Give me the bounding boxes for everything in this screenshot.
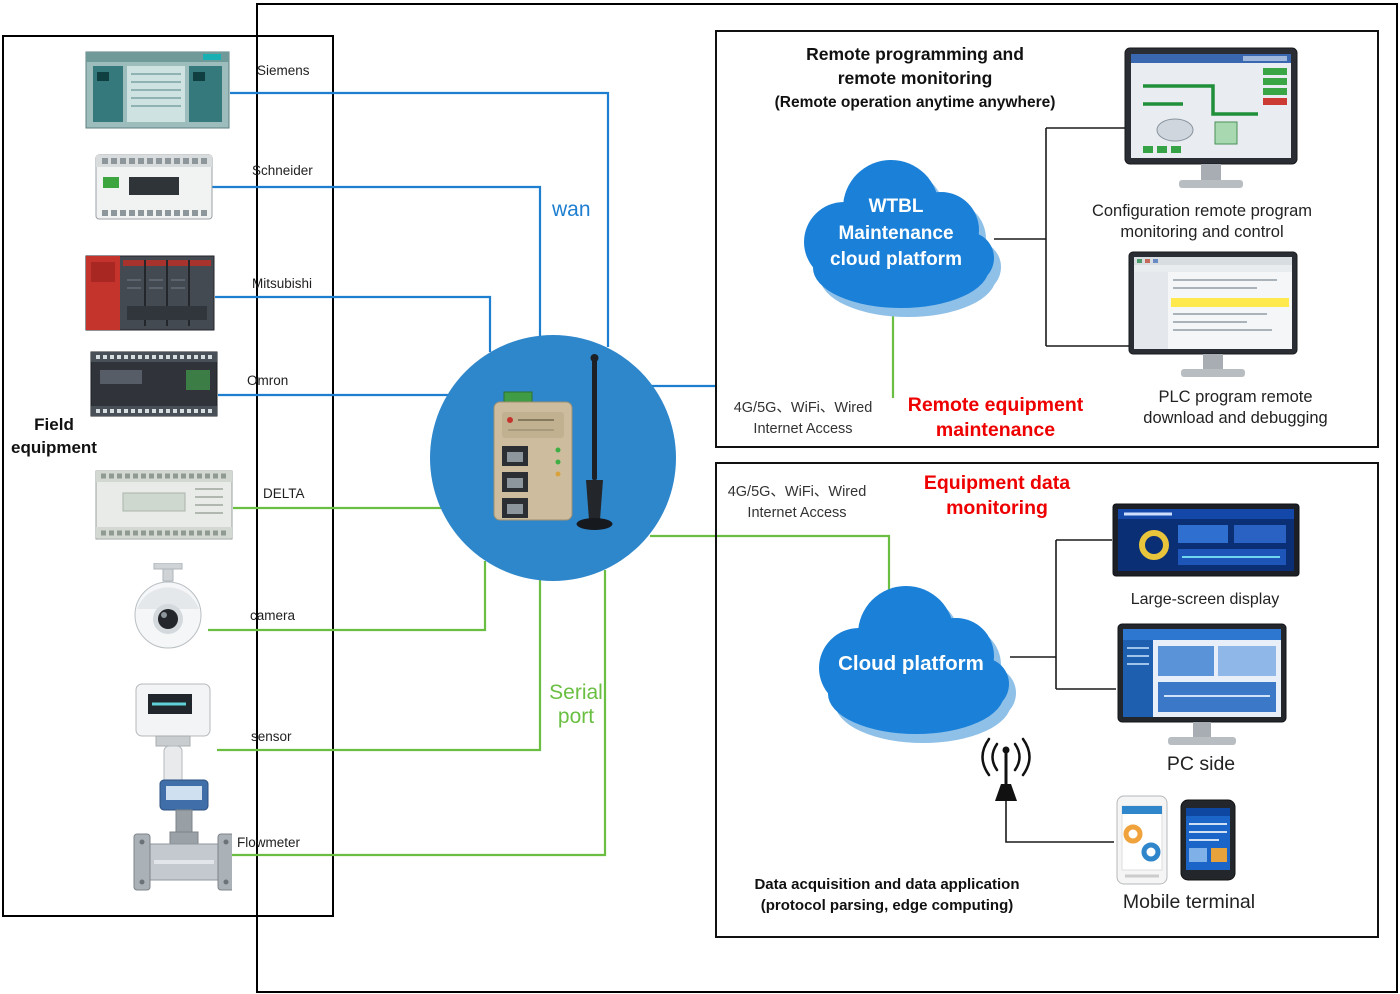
cloud-platform-cloud: Cloud platform bbox=[800, 576, 1022, 754]
remote-access-line1: 4G/5G、WiFi、Wired bbox=[733, 400, 873, 416]
omron-plc-icon bbox=[90, 351, 218, 417]
cloud-platform-shape bbox=[819, 586, 1016, 743]
field-equipment-panel bbox=[2, 35, 334, 917]
delta-plc-icon bbox=[95, 470, 233, 540]
remote-access-line2: Internet Access bbox=[753, 421, 853, 437]
remote-maintenance-highlight: Remote equipment maintenance bbox=[888, 393, 1103, 443]
device-label-siemens: Siemens bbox=[257, 63, 310, 78]
remote-access-text: 4G/5G、WiFi、Wired Internet Access bbox=[723, 398, 883, 440]
plc-monitor-image bbox=[1127, 250, 1299, 390]
device-label-omron: Omron bbox=[247, 373, 289, 388]
remote-highlight-line1: Remote equipment bbox=[907, 394, 1084, 416]
large-screen-icon bbox=[1112, 503, 1300, 577]
industrial-router-image bbox=[480, 350, 630, 555]
footer-line1: Data acquisition and data application bbox=[754, 876, 1020, 893]
wtbl-cloud-shape bbox=[804, 160, 1001, 317]
config-monitor-caption: Configuration remote program monitoring … bbox=[1068, 201, 1336, 243]
footer-line2: (protocol parsing, edge computing) bbox=[760, 897, 1014, 914]
device-label-sensor: sensor bbox=[251, 729, 292, 744]
delta-plc-image bbox=[95, 463, 233, 547]
large-screen-image bbox=[1112, 503, 1300, 579]
equipment-data-highlight: Equipment data monitoring bbox=[903, 471, 1091, 521]
data-highlight-line2: monitoring bbox=[946, 497, 1048, 519]
data-monitoring-panel bbox=[715, 462, 1379, 938]
camera-icon bbox=[134, 562, 202, 649]
data-access-text: 4G/5G、WiFi、Wired Internet Access bbox=[718, 482, 876, 524]
schneider-plc-image bbox=[95, 147, 213, 227]
signal-antenna-icon bbox=[974, 736, 1038, 804]
config-monitor-image bbox=[1123, 46, 1299, 204]
device-label-camera: camera bbox=[250, 608, 296, 623]
plc-monitor-icon bbox=[1128, 251, 1298, 377]
mobile-phones-icon bbox=[1116, 795, 1236, 885]
remote-panel-title-line2: remote monitoring bbox=[837, 68, 993, 88]
mobile-phones-image bbox=[1115, 792, 1243, 888]
config-monitor-icon bbox=[1124, 47, 1298, 188]
device-label-flowmeter: Flowmeter bbox=[237, 835, 301, 850]
mobile-terminal-caption: Mobile terminal bbox=[1122, 891, 1256, 913]
wtbl-cloud-label: WTBL Maintenance cloud platform bbox=[830, 196, 962, 271]
cloud-platform-label: Cloud platform bbox=[838, 652, 984, 675]
flowmeter-icon bbox=[133, 779, 235, 891]
wtbl-cloud: WTBL Maintenance cloud platform bbox=[786, 150, 1006, 328]
field-equipment-label: Field equipment bbox=[11, 415, 97, 457]
outer-frame bbox=[256, 3, 1398, 993]
wan-label: wan bbox=[552, 198, 591, 221]
plc-monitor-caption: PLC program remote download and debuggin… bbox=[1118, 387, 1353, 429]
remote-panel-subtitle: (Remote operation anytime anywhere) bbox=[774, 94, 1056, 111]
large-screen-caption: Large-screen display bbox=[1130, 591, 1280, 608]
config-caption-line2: monitoring and control bbox=[1120, 223, 1284, 241]
siemens-plc-image bbox=[85, 48, 230, 132]
remote-maintenance-panel bbox=[715, 30, 1379, 448]
device-label-schneider: Schneider bbox=[252, 163, 313, 178]
pc-monitor-image bbox=[1116, 622, 1288, 754]
sensor-icon bbox=[135, 683, 211, 787]
antenna-glyph bbox=[981, 737, 1031, 801]
siemens-plc-icon bbox=[85, 51, 230, 129]
schneider-plc-icon bbox=[95, 154, 213, 220]
camera-image bbox=[128, 562, 208, 653]
data-acquisition-footer: Data acquisition and data application (p… bbox=[726, 874, 1048, 916]
omron-plc-image bbox=[90, 342, 218, 426]
pc-monitor-icon bbox=[1117, 623, 1287, 745]
pc-side-caption: PC side bbox=[1166, 753, 1236, 775]
data-access-line2: Internet Access bbox=[747, 505, 847, 521]
config-caption-line1: Configuration remote program bbox=[1091, 202, 1313, 220]
industrial-router-icon bbox=[493, 354, 613, 530]
device-label-mitsubishi: Mitsubishi bbox=[252, 276, 313, 291]
mitsubishi-plc-icon bbox=[85, 255, 215, 331]
mitsubishi-plc-image bbox=[85, 250, 215, 336]
remote-panel-title-line1: Remote programming and bbox=[806, 44, 1024, 64]
serial-port-label: Serial port bbox=[549, 681, 603, 728]
sensor-image bbox=[128, 678, 218, 790]
plc-caption-line1: PLC program remote bbox=[1158, 388, 1313, 406]
flowmeter-image bbox=[132, 778, 235, 906]
remote-highlight-line2: maintenance bbox=[935, 419, 1056, 441]
data-highlight-line1: Equipment data bbox=[923, 472, 1071, 494]
device-label-delta: DELTA bbox=[263, 486, 305, 501]
plc-caption-line2: download and debugging bbox=[1143, 409, 1328, 427]
data-access-line1: 4G/5G、WiFi、Wired bbox=[727, 484, 867, 500]
